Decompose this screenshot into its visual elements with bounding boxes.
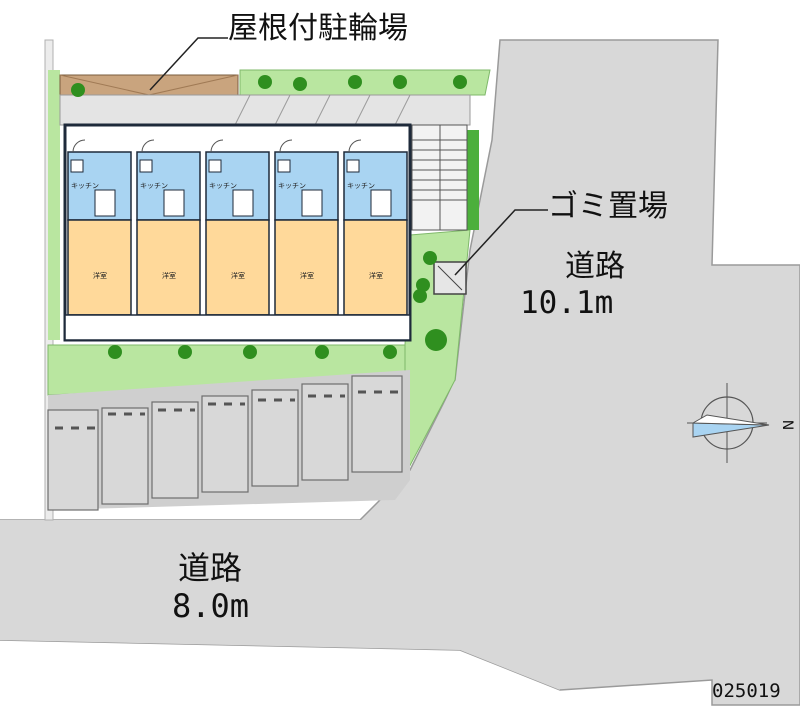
kitchen-label: キッチン xyxy=(71,182,99,190)
parking-space-1 xyxy=(47,409,99,511)
room-label: 洋室 xyxy=(93,271,107,280)
tree-icon xyxy=(243,345,257,359)
room-label: 洋室 xyxy=(300,271,314,280)
tree-icon xyxy=(416,278,430,292)
tree-icon xyxy=(425,329,447,351)
garbage-area-mark xyxy=(437,265,463,291)
tree-icon xyxy=(71,83,85,97)
door-swing-icon xyxy=(279,139,293,153)
garbage-label-leader xyxy=(454,209,548,276)
parking-space-2 xyxy=(101,407,149,505)
living-room xyxy=(274,219,339,316)
parking-dashes xyxy=(55,390,398,430)
living-room xyxy=(136,219,201,316)
unit-bath xyxy=(370,189,392,217)
kitchen-label: キッチン xyxy=(209,182,237,190)
parking-lot xyxy=(47,370,410,511)
tree-icon xyxy=(383,345,397,359)
toilet-icon xyxy=(346,159,360,173)
parking-space-6 xyxy=(301,383,349,481)
balcony-strip xyxy=(64,314,411,341)
lawn-strip-west xyxy=(48,70,60,340)
lawn-north xyxy=(239,69,491,96)
door-swing-icon xyxy=(141,139,155,153)
parking-space-4 xyxy=(201,395,249,493)
road-south xyxy=(0,380,560,690)
tree-icon xyxy=(293,77,307,91)
road-south-label: 道路 xyxy=(178,549,243,587)
unit-bath xyxy=(301,189,323,217)
living-room xyxy=(205,219,270,316)
tree-icon xyxy=(258,75,272,89)
road-east-label: 道路 xyxy=(565,249,625,284)
unit-bath xyxy=(163,189,185,217)
trees xyxy=(71,75,467,359)
tree-icon xyxy=(315,345,329,359)
door-swing-icon xyxy=(210,139,224,153)
lawn-strip-east xyxy=(465,130,479,230)
parking-space-5 xyxy=(251,389,299,487)
map-code: 025019 xyxy=(712,680,781,702)
toilet-icon xyxy=(139,159,153,173)
room-label: 洋室 xyxy=(162,271,176,280)
stairs xyxy=(411,124,468,231)
tree-icon xyxy=(453,75,467,89)
garbage-area-label: ゴミ置場 xyxy=(548,189,668,224)
tree-icon xyxy=(348,75,362,89)
living-room xyxy=(67,219,132,316)
north-arrow-icon xyxy=(687,383,770,463)
toilet-icon xyxy=(208,159,222,173)
roof-bicycle-parking-label: 屋根付駐輪場 xyxy=(228,11,408,46)
tree-icon xyxy=(108,345,122,359)
tree-icon xyxy=(393,75,407,89)
road-east-width: 10.1m xyxy=(520,285,614,321)
room-label: 洋室 xyxy=(231,271,245,280)
road-south-width: 8.0m xyxy=(172,587,250,625)
north-label: N xyxy=(779,419,796,431)
toilet-icon xyxy=(277,159,291,173)
tree-icon xyxy=(413,289,427,303)
room-label: 洋室 xyxy=(369,271,383,280)
door-swing-icon xyxy=(348,139,362,153)
unit-bath xyxy=(94,189,116,217)
bicycle-stall-lines xyxy=(59,94,471,126)
kitchen-label: キッチン xyxy=(140,182,168,190)
kitchen-label: キッチン xyxy=(347,182,375,190)
tree-icon xyxy=(178,345,192,359)
door-swing-icon xyxy=(72,139,86,153)
living-room xyxy=(343,219,408,316)
parking-space-3 xyxy=(151,401,199,499)
parking-space-7 xyxy=(351,375,403,473)
kitchen-label: キッチン xyxy=(278,182,306,190)
roof-label-leader xyxy=(149,37,228,91)
unit-bath xyxy=(232,189,254,217)
tree-icon xyxy=(423,251,437,265)
toilet-icon xyxy=(70,159,84,173)
